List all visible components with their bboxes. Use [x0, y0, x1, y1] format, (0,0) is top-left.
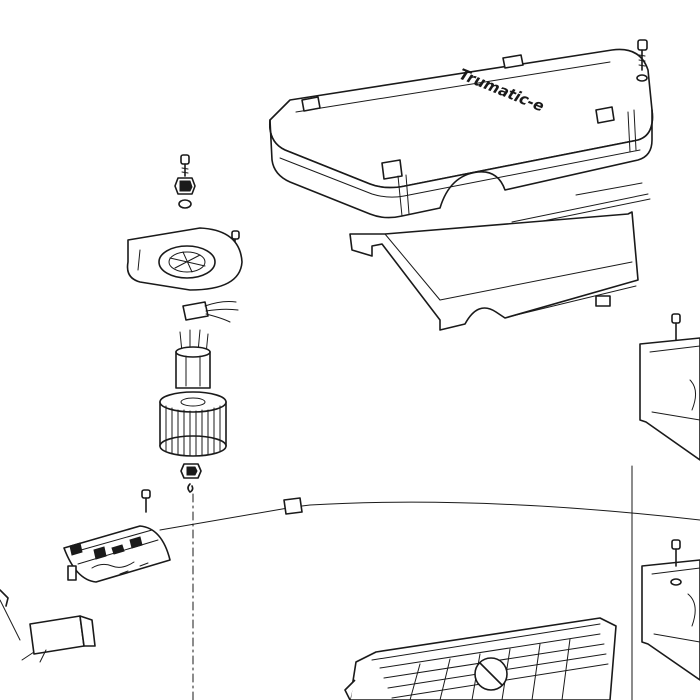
cover-screw [636, 39, 648, 82]
fan-motor [175, 329, 211, 389]
base-tray [349, 211, 639, 331]
fan-nut-stack [174, 177, 196, 209]
top-cover: Trumatic-e [268, 48, 654, 219]
cover-clip-4 [381, 159, 403, 180]
capacitor-block [21, 615, 96, 663]
control-board [63, 525, 171, 583]
right-screw-lower [670, 539, 682, 586]
cover-clip-1 [301, 96, 321, 112]
heat-exchanger [344, 617, 617, 700]
cover-clip-3 [595, 106, 615, 124]
fan-screw-top [180, 154, 190, 177]
board-connector [67, 565, 77, 581]
right-bracket-lower [641, 559, 700, 681]
fan-lower-nut [180, 463, 202, 493]
board-screw [141, 489, 151, 513]
wire-clip [182, 301, 239, 323]
right-bracket-upper [639, 337, 700, 461]
cover-clip-2 [502, 54, 524, 69]
fan-mount-plate [126, 227, 243, 291]
tray-clip [595, 295, 611, 307]
left-edge-part [0, 589, 21, 641]
blower-wheel [159, 391, 227, 457]
sensor-cable [159, 497, 700, 531]
right-screw-upper [671, 313, 681, 341]
